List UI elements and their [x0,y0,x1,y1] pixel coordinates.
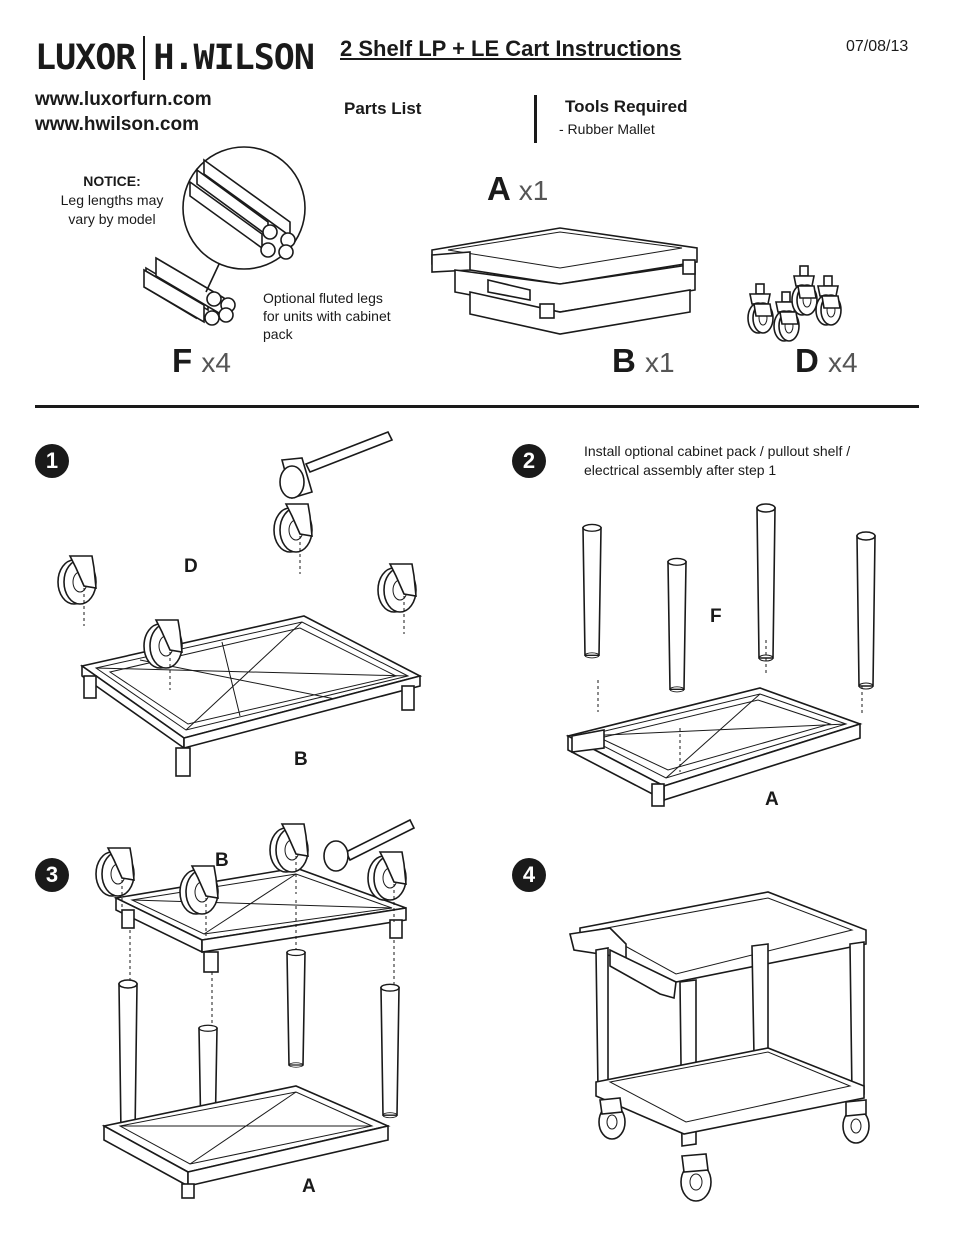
notice-text: Leg lengths may vary by model [60,192,164,227]
part-letter: A [487,170,510,207]
part-qty: x4 [828,347,858,378]
step-1-label-b: B [294,749,308,770]
brand-hwilson: H.WILSON [153,38,315,78]
fluted-legs-note: Optional fluted legs for units with cabi… [263,290,391,342]
notice-title: NOTICE: [83,173,141,189]
part-label-b: B x1 [612,342,675,380]
step-2-illustration [565,503,876,807]
part-d-casters [747,265,842,342]
step-3-label-a: A [302,1176,316,1197]
part-a-shelf [431,227,698,335]
step-1-label-d: D [184,556,198,577]
brand-divider [143,36,146,80]
rubber-mallet [323,818,416,872]
part-label-f: F x4 [172,342,231,380]
url-luxor[interactable]: www.luxorfurn.com [35,89,212,110]
tool-item-rubber-mallet: - Rubber Mallet [559,121,655,137]
step-4-illustration [569,891,870,1202]
step-number-4: 4 [512,858,546,892]
rubber-mallet [279,430,394,500]
step-2-label-a: A [765,789,779,810]
part-letter: B [612,342,636,379]
part-label-a: A x1 [487,170,548,208]
step-2-label-f: F [710,606,722,627]
part-qty: x4 [201,347,231,378]
url-hwilson[interactable]: www.hwilson.com [35,114,199,135]
part-f-legs [143,256,236,326]
part-letter: D [795,342,819,379]
fluted-leg-detail-magnifier [182,146,306,270]
heading-divider [534,95,537,143]
step-4-casters [598,1097,870,1202]
tools-required-heading: Tools Required [565,97,688,116]
part-qty: x1 [645,347,675,378]
parts-list-heading: Parts List [344,99,422,118]
part-letter: F [172,342,193,379]
step-number-3: 3 [35,858,69,892]
step-number-2: 2 [512,444,546,478]
step-3-illustration [95,818,416,1199]
step-1-illustration [57,430,423,777]
document-title: 2 Shelf LP + LE Cart Instructions [340,36,682,61]
leg-length-notice: NOTICE: Leg lengths may vary by model [48,172,176,229]
part-label-d: D x4 [795,342,858,380]
part-qty: x1 [518,175,549,206]
section-divider [35,405,919,408]
step-3-label-b: B [215,850,229,871]
step-2-note: Install optional cabinet pack / pullout … [584,443,851,478]
brand-luxor: LUXOR [35,38,136,78]
step-number-1: 1 [35,444,69,478]
document-date: 07/08/13 [846,38,909,55]
brand-logo: LUXOR H.WILSON [35,36,315,80]
